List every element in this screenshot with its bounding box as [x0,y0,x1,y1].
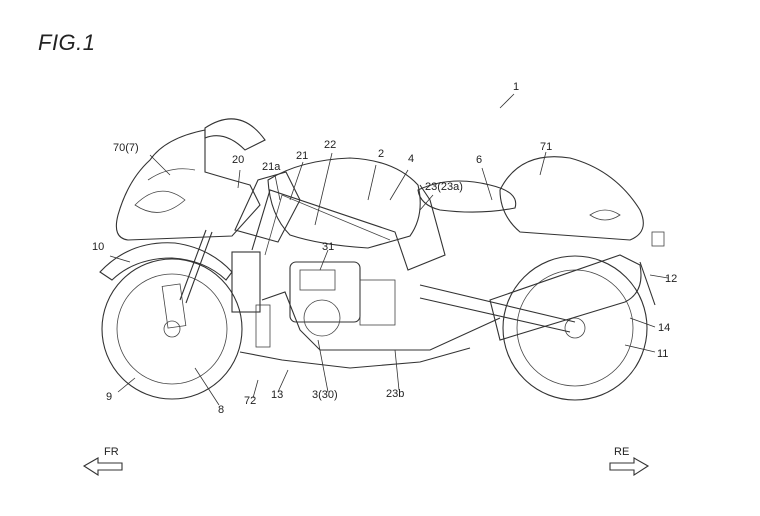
label-11: 11 [657,348,668,360]
lower-cowl [239,347,471,369]
label-6: 6 [476,154,482,166]
tail-light [589,209,621,221]
leader-lines [109,93,669,406]
label-9: 9 [106,391,112,403]
label-20: 20 [232,154,244,166]
rear-bracket [651,231,665,247]
fork-bracket [161,283,187,329]
label-rear: RE [614,446,629,458]
label-21a: 21a [262,161,281,173]
label-31: 31 [322,241,334,253]
rear-wheel [502,255,648,401]
radiator [231,251,261,313]
label-10: 10 [92,241,104,253]
engine [289,261,396,337]
label-front: FR [104,446,119,458]
label-13: 13 [271,389,283,401]
side-panel [234,171,301,243]
label-72: 72 [244,395,256,407]
fuel-tank [267,157,421,249]
front-fork [179,229,213,304]
windscreen [204,118,266,151]
label-23-23a: 23(23a) [425,181,463,193]
label-23b: 23b [386,388,404,400]
main-frame [251,184,446,271]
figure-title: FIG.1 [38,30,96,55]
label-22: 22 [324,139,336,151]
label-1: 1 [513,81,519,93]
rear-arrow-icon [609,457,650,477]
swingarm [419,284,576,333]
label-3-30: 3(30) [312,389,338,401]
front-arrow-icon [82,457,123,477]
label-70-7: 70(7) [113,142,139,154]
label-21: 21 [296,150,308,162]
front-cowl [115,129,261,241]
label-8: 8 [218,404,224,416]
rear-cowl [499,156,644,241]
label-4: 4 [408,153,414,165]
muffler [489,254,642,341]
exhaust-pipe [261,291,501,351]
rear-fender [639,261,656,306]
label-71: 71 [540,141,552,153]
front-wheel [101,258,243,400]
label-12: 12 [665,273,677,285]
label-2: 2 [378,148,384,160]
label-14: 14 [658,322,670,334]
headlight [134,190,186,213]
seat [417,180,517,213]
